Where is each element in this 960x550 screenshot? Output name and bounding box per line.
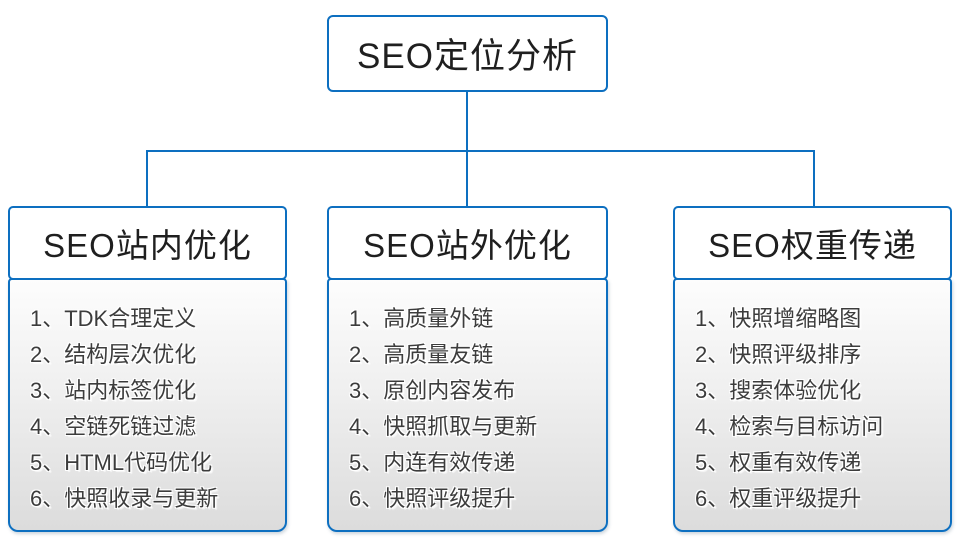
list-item: 6、权重评级提升: [695, 486, 862, 511]
list-item: 4、检索与目标访问: [695, 414, 884, 439]
list-item: 3、原创内容发布: [349, 378, 516, 403]
list-item: 1、高质量外链: [349, 306, 494, 331]
connector-drop-left: [146, 150, 148, 206]
root-node-title: SEO定位分析: [357, 37, 578, 76]
list-item: 1、快照增缩略图: [695, 306, 862, 331]
branch-header-label: SEO站内优化: [43, 227, 252, 264]
list-item: 5、HTML代码优化: [30, 450, 213, 475]
branch-weight-transfer: SEO权重传递 1、快照增缩略图 2、快照评级排序 3、搜索体验优化 4、检索与…: [673, 206, 952, 532]
root-node-seo-positioning: SEO定位分析: [327, 15, 608, 92]
list-item: 6、快照收录与更新: [30, 486, 219, 511]
list-item: 2、快照评级排序: [695, 342, 862, 367]
branch-header-offsite: SEO站外优化: [327, 206, 608, 280]
branch-offsite-optimization: SEO站外优化 1、高质量外链 2、高质量友链 3、原创内容发布 4、快照抓取与…: [327, 206, 608, 532]
list-item: 4、快照抓取与更新: [349, 414, 538, 439]
list-item: 6、快照评级提升: [349, 486, 516, 511]
branch-list-offsite: 1、高质量外链 2、高质量友链 3、原创内容发布 4、快照抓取与更新 5、内连有…: [327, 278, 608, 532]
connector-root-vertical: [466, 92, 468, 150]
list-item: 4、空链死链过滤: [30, 414, 197, 439]
list-item: 3、搜索体验优化: [695, 378, 862, 403]
branch-header-label: SEO权重传递: [708, 227, 917, 264]
connector-drop-right: [813, 150, 815, 206]
list-item: 2、高质量友链: [349, 342, 494, 367]
list-item: 5、权重有效传递: [695, 450, 862, 475]
branch-onsite-optimization: SEO站内优化 1、TDK合理定义 2、结构层次优化 3、站内标签优化 4、空链…: [8, 206, 287, 532]
branch-list-onsite: 1、TDK合理定义 2、结构层次优化 3、站内标签优化 4、空链死链过滤 5、H…: [8, 278, 287, 532]
list-item: 2、结构层次优化: [30, 342, 197, 367]
branch-list-weight: 1、快照增缩略图 2、快照评级排序 3、搜索体验优化 4、检索与目标访问 5、权…: [673, 278, 952, 532]
connector-horizontal-bus: [146, 150, 815, 152]
list-item: 1、TDK合理定义: [30, 306, 197, 331]
list-item: 3、站内标签优化: [30, 378, 197, 403]
connector-drop-middle: [466, 150, 468, 206]
item-list: 1、TDK合理定义 2、结构层次优化 3、站内标签优化 4、空链死链过滤 5、H…: [10, 280, 285, 517]
item-list: 1、快照增缩略图 2、快照评级排序 3、搜索体验优化 4、检索与目标访问 5、权…: [675, 280, 950, 517]
branch-header-onsite: SEO站内优化: [8, 206, 287, 280]
branch-header-label: SEO站外优化: [363, 227, 572, 264]
item-list: 1、高质量外链 2、高质量友链 3、原创内容发布 4、快照抓取与更新 5、内连有…: [329, 280, 606, 517]
list-item: 5、内连有效传递: [349, 450, 516, 475]
branch-header-weight: SEO权重传递: [673, 206, 952, 280]
